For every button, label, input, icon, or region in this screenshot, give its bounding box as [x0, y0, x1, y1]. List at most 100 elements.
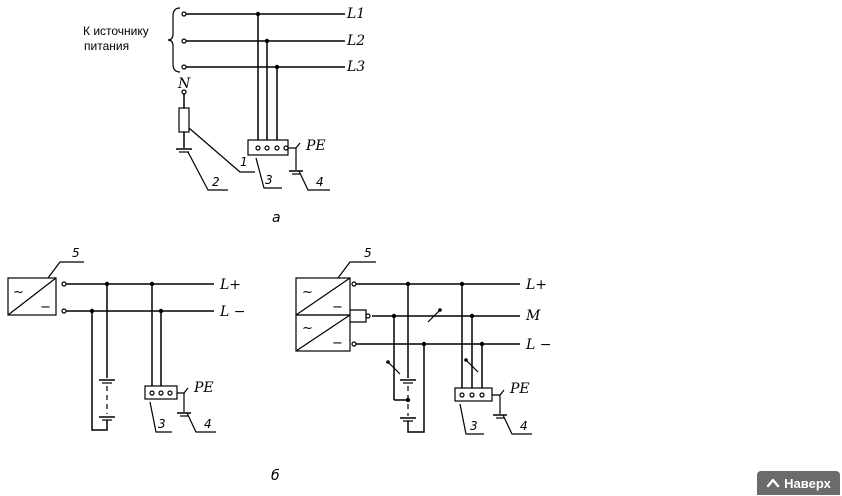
dc-symbol-top: − [332, 300, 343, 315]
converter-diagonal [295, 277, 351, 316]
ac-symbol: ~ [13, 285, 24, 300]
phase-label-l3: L3 [346, 59, 365, 75]
callout-4-b-right: 4 [520, 419, 528, 433]
callout-4-a: 4 [316, 175, 324, 189]
phase-label-l2: L2 [346, 33, 365, 49]
box-terminal [283, 145, 289, 151]
terminal-l1 [181, 11, 187, 17]
callout-leader-1 [188, 127, 255, 173]
callout-leader-4 [298, 170, 330, 191]
callout-leader-5 [47, 261, 84, 279]
diagram-a: К источнику питания L1 L2 L3 PE [83, 6, 365, 226]
switch-m [427, 309, 441, 323]
box-terminal [255, 145, 261, 151]
label-l-minus-right: L − [525, 337, 551, 353]
pe-conductor [288, 147, 297, 170]
chevron-up-icon [766, 478, 780, 488]
junction [405, 397, 411, 403]
pe-tick [295, 142, 301, 149]
junction [405, 281, 411, 287]
back-to-top-label: Наверх [784, 475, 831, 491]
ac-symbol-top: ~ [302, 285, 313, 300]
diagram-b-right: ~ − ~ − 5 L+ M L − [295, 246, 551, 435]
box-terminal [479, 392, 485, 398]
terminal-l-minus [351, 341, 357, 347]
switch-contact [438, 308, 442, 312]
pe-label-b-left: PE [193, 380, 214, 396]
callout-leader-4 [186, 412, 216, 433]
source-brace [167, 7, 181, 73]
pe-label-a: PE [305, 138, 326, 154]
box-terminal [167, 390, 173, 396]
callout-leader-3 [459, 403, 484, 435]
box-terminal [149, 390, 155, 396]
source-label-line1: К источнику [83, 24, 149, 38]
converter-box [7, 277, 57, 316]
callout-3-b-right: 3 [470, 419, 478, 433]
box-terminal [264, 145, 270, 151]
caption-a: а [272, 210, 281, 226]
source-label-line2: питания [84, 39, 129, 53]
label-l-plus-right: L+ [525, 277, 547, 293]
callout-leader-4 [502, 414, 532, 435]
box-terminal [459, 392, 465, 398]
switch-contact [386, 360, 390, 364]
junction [459, 281, 465, 287]
junction [391, 313, 397, 319]
junction-l3 [274, 64, 280, 70]
junction [104, 281, 110, 287]
switch-contact [464, 358, 468, 362]
resistor-1 [178, 107, 190, 133]
junction [421, 341, 427, 347]
converter-box-bottom [295, 314, 351, 352]
callout-leader-5 [337, 261, 376, 279]
midpoint-link [350, 309, 367, 323]
junction [479, 341, 485, 347]
callout-3-b-left: 3 [158, 417, 166, 431]
converter-diagonal [7, 277, 57, 316]
box-terminal [274, 145, 280, 151]
callout-2-a: 2 [212, 175, 220, 189]
callout-1-a: 1 [240, 155, 248, 169]
pe-label-b-right: PE [509, 381, 530, 397]
pe-conductor [177, 392, 185, 412]
back-to-top-button[interactable]: Наверх [757, 471, 840, 495]
dc-symbol-bottom: − [332, 336, 343, 351]
terminal-l2 [181, 38, 187, 44]
callout-3-a: 3 [265, 173, 273, 187]
box-terminal [158, 390, 164, 396]
terminal-l-plus [61, 281, 67, 287]
callout-4-b-left: 4 [204, 417, 212, 431]
junction [149, 281, 155, 287]
switch [387, 361, 401, 375]
junction [158, 308, 164, 314]
terminal-m [365, 313, 371, 319]
terminal-l-plus [351, 281, 357, 287]
junction [89, 308, 95, 314]
ac-symbol-bottom: ~ [302, 321, 313, 336]
return-loop [91, 311, 108, 431]
label-l-minus: L − [219, 304, 245, 320]
pe-conductor [492, 394, 501, 414]
terminal-l-minus [61, 308, 67, 314]
junction [469, 313, 475, 319]
label-l-plus: L+ [219, 277, 241, 293]
converter-diagonal [295, 314, 351, 352]
pe-tick [183, 387, 189, 394]
pe-tick [499, 389, 505, 396]
neutral-label: N [177, 76, 191, 92]
return-loop [407, 344, 425, 433]
box-terminal [469, 392, 475, 398]
callout-5-right: 5 [364, 246, 372, 260]
terminal-l3 [181, 64, 187, 70]
caption-b: б [271, 468, 280, 484]
phase-label-l1: L1 [346, 6, 365, 22]
diagram-b-left: ~ − 5 L+ L − PE 4 3 [7, 246, 245, 433]
junction-l2 [264, 38, 270, 44]
terminal-n [181, 89, 187, 95]
switch [465, 359, 479, 373]
callout-5-left: 5 [72, 246, 80, 260]
label-m: M [525, 308, 541, 324]
callout-leader-2 [187, 151, 228, 191]
